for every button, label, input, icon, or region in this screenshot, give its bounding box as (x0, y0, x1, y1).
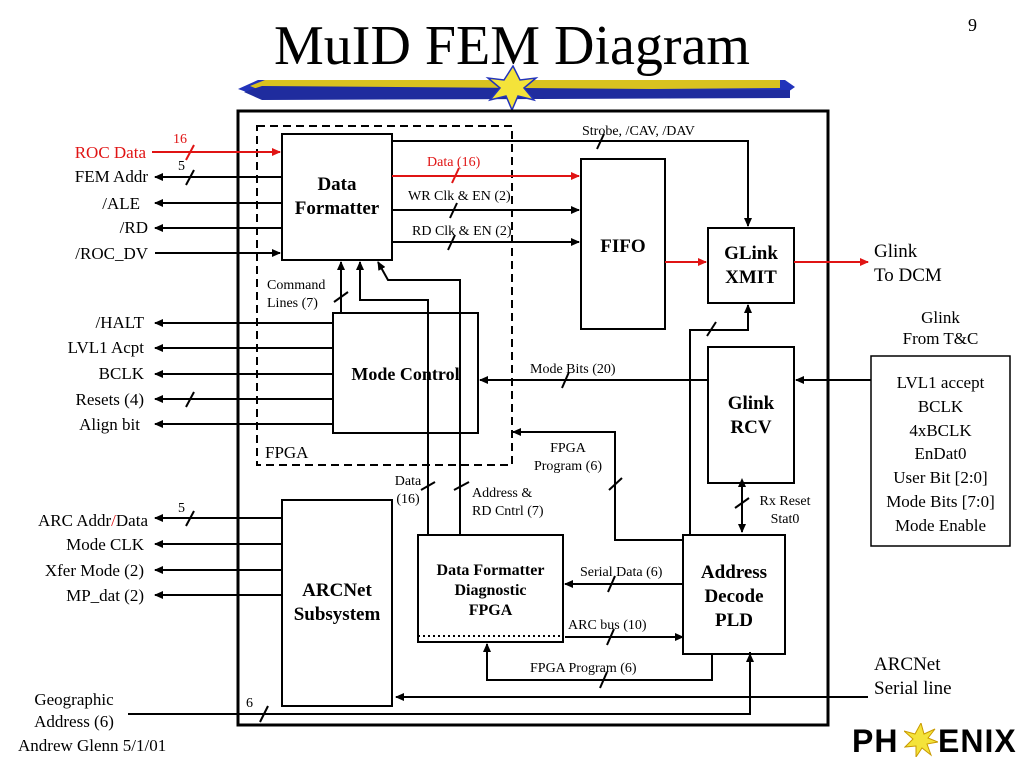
roc-dv-label: /ROC_DV (75, 244, 148, 263)
addr-df-line (377, 261, 461, 535)
ale-label: /ALE (102, 194, 140, 213)
mode-control-box (332, 312, 479, 434)
glink-xmit-box (707, 227, 795, 304)
glink-rcv-box (707, 346, 795, 484)
arc-addr-data-label: ARC Addr/Data (37, 511, 148, 530)
bclk-label: BCLK (98, 364, 144, 383)
lvl1-acpt-label: LVL1 Acpt (67, 338, 144, 357)
fifo-label: FIFO (600, 236, 646, 258)
strobe-label: Strobe, /CAV, /DAV (582, 124, 695, 139)
roc-data-label: ROC Data (74, 143, 146, 162)
align-bit-label: Align bit (79, 415, 140, 434)
diag-df-line (356, 261, 429, 535)
mode-control-label: Mode Control (351, 363, 460, 384)
arc-bus-label: ARC bus (10) (568, 618, 647, 633)
author-line: Andrew Glenn 5/1/01 (18, 736, 167, 755)
rd-label: /RD (119, 218, 148, 237)
tc-signal-list: LVL1 accept BCLK 4xBCLK EnDat0 User Bit … (886, 373, 995, 535)
fpga-region-label: FPGA (265, 443, 309, 462)
fpga-program-bottom-line (483, 643, 713, 681)
mode-clk-label: Mode CLK (66, 535, 144, 554)
halt-label: /HALT (95, 313, 145, 332)
data16-label: Data (16) (427, 155, 481, 170)
fem-addr-width: 5 (178, 159, 185, 174)
ad-xmit-line (689, 304, 752, 535)
page-number: 9 (968, 15, 977, 35)
phenix-logo: PH ENIX (852, 723, 1017, 759)
mp-dat-label: MP_dat (2) (66, 586, 144, 605)
resets-label: Resets (4) (75, 390, 144, 409)
address-rd-label: Address &RD Cntrl (7) (472, 486, 544, 520)
address-decode-box (682, 534, 786, 655)
data-16-vert-label: Data(16) (394, 474, 422, 508)
title-banner (238, 64, 795, 112)
slide-title: MuID FEM Diagram (274, 15, 750, 77)
bus-slashes (185, 144, 269, 723)
roc-data-width: 16 (173, 132, 187, 147)
fem-board (236, 109, 830, 727)
df-diag-fpga-box (417, 534, 564, 643)
geo-addr-width: 6 (246, 696, 253, 711)
tc-signal-box (870, 355, 1011, 547)
xfer-mode-label: Xfer Mode (2) (44, 561, 144, 580)
sun-icon (904, 723, 938, 757)
strobe-line (392, 140, 752, 227)
serial-data-label: Serial Data (6) (580, 565, 663, 580)
mode-bits-label: Mode Bits (20) (530, 362, 616, 377)
fpga-program-bottom-label: FPGA Program (6) (530, 661, 637, 676)
data-formatter-box (281, 133, 393, 261)
fpga-program-line (512, 428, 683, 541)
fpga-region (256, 125, 513, 466)
fem-addr-label: FEM Addr (74, 167, 148, 186)
arc-addr-width: 5 (178, 501, 185, 516)
arcnet-subsystem-box (281, 499, 393, 707)
wr-clk-label: WR Clk & EN (2) (408, 189, 511, 204)
geo-addr-line (128, 652, 751, 715)
fifo-box (580, 158, 666, 330)
rd-clk-label: RD Clk & EN (2) (412, 224, 512, 239)
